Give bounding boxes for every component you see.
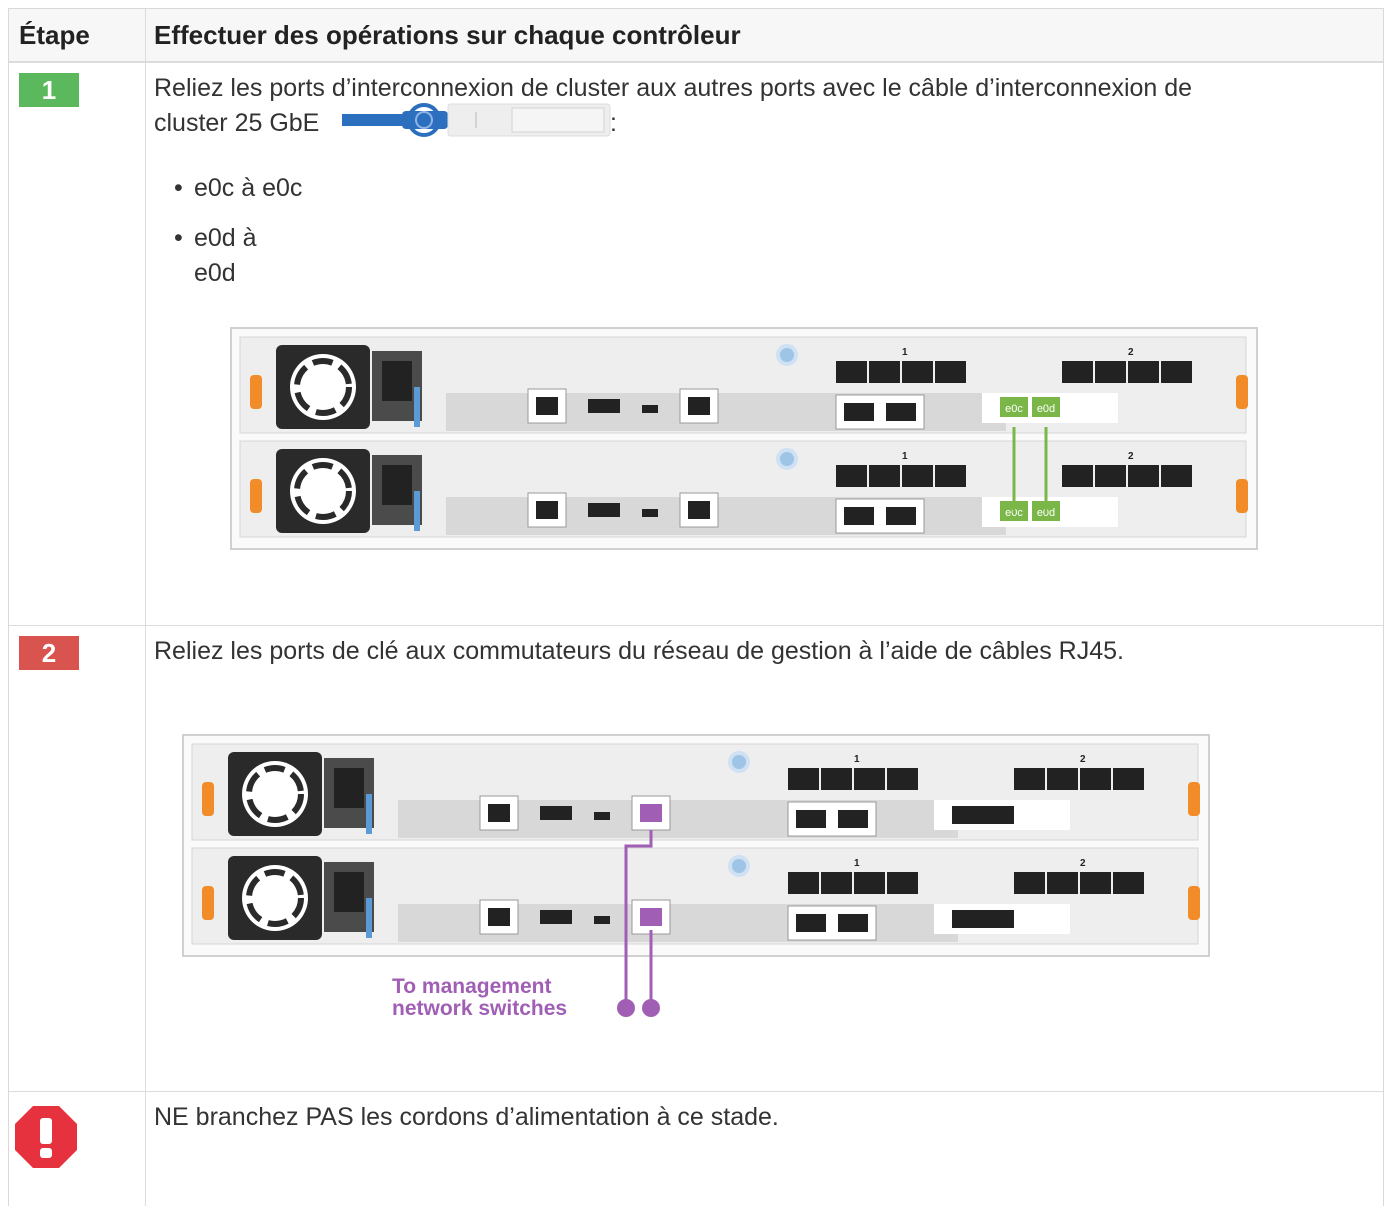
- sfp-port: [854, 872, 885, 894]
- slot-label-2: 2: [1080, 858, 1086, 869]
- sfp-port: [836, 361, 867, 383]
- list-item: e0c à e0c: [174, 171, 302, 206]
- slot-label-1: 1: [854, 858, 860, 869]
- sfp-port: [1014, 768, 1045, 790]
- console-port-icon: [594, 812, 610, 820]
- steps-table: Étape Effectuer des opérations sur chaqu…: [8, 8, 1384, 1206]
- port-e0d: [1032, 397, 1060, 417]
- step1-text-line1: Reliez les ports d’interconnexion de clu…: [154, 74, 1193, 102]
- cluster-ports: [952, 910, 1014, 928]
- cable-end-icon: [617, 999, 635, 1017]
- console-port-icon: [594, 916, 610, 924]
- locate-led-icon: [776, 448, 798, 470]
- sfp-port: [788, 768, 819, 790]
- sfp-port: [1128, 361, 1159, 383]
- slot-label-2: 2: [1128, 347, 1134, 358]
- sfp-port: [1047, 872, 1078, 894]
- sfp-port: [821, 768, 852, 790]
- cable-end-icon: [642, 999, 660, 1017]
- cluster-interconnect-diagram: e0ce0d12e0ce0d12: [230, 327, 1258, 550]
- console-port-icon: [642, 509, 658, 517]
- sfp-port: [1161, 465, 1192, 487]
- cluster-ports: [952, 806, 1014, 824]
- sfp-port: [1080, 768, 1111, 790]
- sfp-port: [788, 872, 819, 894]
- sfp-port: [1047, 768, 1078, 790]
- locate-led-icon: [776, 344, 798, 366]
- sfp-port: [869, 465, 900, 487]
- locate-led-icon: [728, 751, 750, 773]
- sfp-port: [1095, 361, 1126, 383]
- mgmt-cable-1: [624, 830, 653, 1008]
- wrench-port-icon: [631, 899, 671, 935]
- sfp-port: [887, 872, 918, 894]
- step-number-badge: 2: [19, 636, 79, 670]
- stop-warning-icon: [15, 1106, 77, 1168]
- sfp-port: [935, 361, 966, 383]
- usb-port-icon: [588, 399, 620, 413]
- header-action: Effectuer des opérations sur chaque cont…: [154, 20, 741, 50]
- sfp-port: [836, 465, 867, 487]
- orange-latch: [1236, 375, 1248, 409]
- sfp-port: [1080, 872, 1111, 894]
- usb-port-icon: [588, 503, 620, 517]
- slot-label-1: 1: [854, 754, 860, 765]
- warning-text: NE branchez PAS les cordons d’alimentati…: [154, 1103, 779, 1131]
- port-e0c: [1000, 397, 1028, 417]
- sfp-port: [1062, 361, 1093, 383]
- orange-latch: [250, 375, 262, 409]
- sfp-port: [869, 361, 900, 383]
- sfp-port: [1161, 361, 1192, 383]
- sfp-port: [935, 465, 966, 487]
- port-label-e0d: e0d: [1037, 403, 1055, 415]
- table-row-step-2: 2 Reliez les ports de clé aux commutateu…: [9, 626, 1383, 1092]
- orange-latch: [1236, 479, 1248, 513]
- console-port-icon: [642, 405, 658, 413]
- slot-label-1: 1: [902, 451, 908, 462]
- sfp-port: [902, 361, 933, 383]
- step1-text-line2-suffix: :: [610, 109, 617, 137]
- step2-text: Reliez les ports de clé aux commutateurs…: [154, 637, 1124, 665]
- sfp-port: [887, 768, 918, 790]
- usb-port-icon: [540, 806, 572, 820]
- port-label-e0c: e0c: [1005, 403, 1023, 415]
- sfp-port: [1095, 465, 1126, 487]
- sfp-port: [902, 465, 933, 487]
- orange-latch: [1188, 886, 1200, 920]
- controller-module: e0c e0d 1 2: [239, 336, 1248, 434]
- sfp-port: [854, 768, 885, 790]
- locate-led-icon: [728, 855, 750, 877]
- table-row-warning: NE branchez PAS les cordons d’alimentati…: [9, 1092, 1383, 1206]
- slot-label-2: 2: [1128, 451, 1134, 462]
- sfp-port: [1014, 872, 1045, 894]
- sfp-port: [1128, 465, 1159, 487]
- sfp-port: [821, 872, 852, 894]
- orange-latch: [202, 782, 214, 816]
- orange-latch: [250, 479, 262, 513]
- orange-latch: [202, 886, 214, 920]
- cable-25gbe-icon: [342, 103, 611, 137]
- slot-label-1: 1: [902, 347, 908, 358]
- table-header: Étape Effectuer des opérations sur chaqu…: [9, 8, 1383, 63]
- orange-latch: [1188, 782, 1200, 816]
- slot-label-2: 2: [1080, 754, 1086, 765]
- step1-text-line2: cluster 25 GbE: [154, 109, 320, 137]
- sfp-port: [1113, 768, 1144, 790]
- usb-port-icon: [540, 910, 572, 924]
- step-number-badge: 1: [19, 73, 79, 107]
- table-row-step-1: 1 Reliez les ports d’interconnexion de c…: [9, 63, 1383, 626]
- sfp-port: [1062, 465, 1093, 487]
- management-caption: To management network switches: [392, 975, 568, 1020]
- header-step: Étape: [19, 20, 90, 50]
- sfp-port: [1113, 872, 1144, 894]
